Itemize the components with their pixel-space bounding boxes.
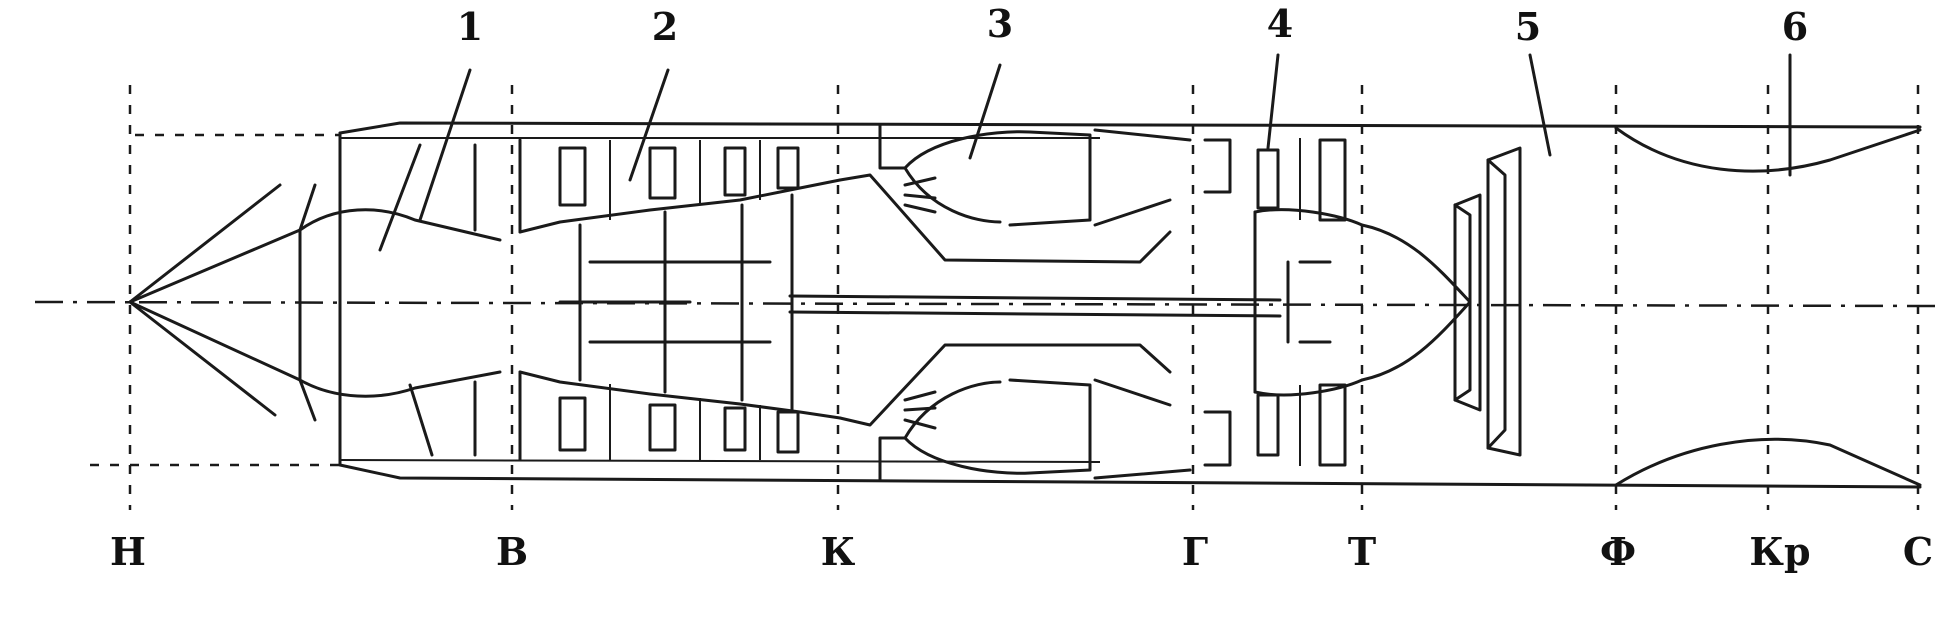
- section-label-kr: Кр: [1749, 529, 1810, 574]
- component-label-4: 4: [1267, 1, 1293, 46]
- leader-lines: [418, 53, 1792, 222]
- component-label-1: 1: [457, 4, 483, 49]
- section-label-s: С: [1903, 529, 1933, 574]
- engine-shaft: [788, 173, 1282, 427]
- section-label-f: Ф: [1600, 529, 1636, 574]
- inlet-struts: [378, 143, 477, 457]
- engine-centerline: [34, 300, 1936, 308]
- section-label-v: В: [496, 529, 528, 574]
- section-label-t: Т: [1348, 529, 1376, 574]
- outer-casing: [338, 121, 1922, 489]
- turbine: [1203, 138, 1364, 467]
- component-label-2: 2: [652, 4, 678, 49]
- section-labels: Н В К Г Т Ф Кр С: [110, 529, 1933, 574]
- component-labels: 1 2 3 4 5 6: [457, 1, 1808, 49]
- inlet-spinner: [128, 183, 502, 422]
- component-label-6: 6: [1782, 4, 1808, 49]
- section-label-g: Г: [1182, 529, 1208, 574]
- section-label-n: Н: [110, 529, 146, 574]
- flame-holders: [1453, 146, 1522, 457]
- component-label-3: 3: [987, 1, 1013, 46]
- component-label-5: 5: [1515, 4, 1541, 49]
- compressor: [518, 138, 842, 462]
- exhaust-nozzle: [1614, 126, 1922, 487]
- section-label-k: К: [821, 529, 856, 574]
- combustion-chamber: [878, 123, 1192, 482]
